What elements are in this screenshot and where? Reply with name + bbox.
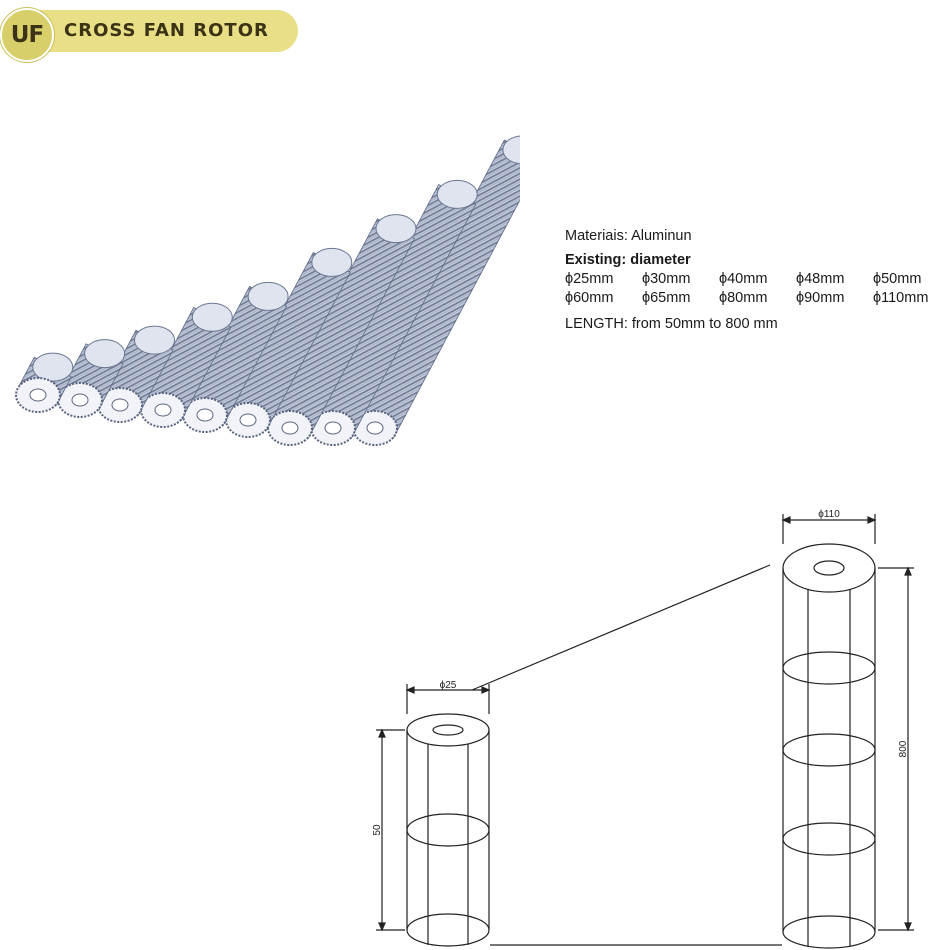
materials-text: Materiais: Aluminun [565,228,692,244]
rotor-hub [154,403,172,417]
rotor-hub [281,421,299,435]
diameter-item: ϕ65mm [642,290,691,306]
diameter-item: ϕ90mm [796,290,845,306]
logo-text: UF [10,22,44,48]
rotor-hub [239,413,257,427]
small-diameter-label: ϕ25 [440,680,457,691]
rotor-far-end [375,214,417,244]
rotor-group [15,135,520,446]
connector-line-top [471,564,771,691]
rotor-far-end [311,247,353,277]
diameter-item: ϕ25mm [565,271,614,287]
rotor-far-end [502,135,520,165]
diameter-list: ϕ25mm ϕ30mm ϕ40mm ϕ48mm ϕ50mm ϕ60mm ϕ65m… [565,270,928,308]
small-length-label: 50 [372,824,383,836]
diameter-item: ϕ80mm [719,290,768,306]
rotor-hub [196,408,214,422]
diameter-item: ϕ48mm [796,271,845,287]
spec-block: Materiais: Aluminun Existing: diameter ϕ… [565,226,928,334]
rotor-far-end [436,179,478,209]
rotor-hub [29,388,47,402]
rotor-far-end [191,302,233,332]
rotor-far-end [247,281,289,311]
rotor-far-end [84,339,126,369]
length-text: LENGTH: from 50mm to 800 mm [565,316,778,332]
large-length-label: 800 [898,740,909,757]
rotor-hub [366,421,384,435]
rotor-hub [71,393,89,407]
diameter-item: ϕ40mm [719,271,768,287]
header-banner: UF CROSS FAN ROTOR [0,8,300,62]
banner-bar [18,10,298,52]
diameter-item: ϕ30mm [642,271,691,287]
large-cylinder [781,514,914,949]
small-cylinder [376,684,491,947]
dimension-drawing: ϕ25 50 ϕ110 800 [372,509,914,949]
rotor-far-end [32,352,74,382]
diameter-item: ϕ60mm [565,290,614,306]
existing-diameter-label: Existing: diameter [565,252,691,268]
cross-fan-rotor-image [15,135,520,446]
logo: UF [0,8,54,62]
rotor-far-end [134,325,176,355]
page-title: CROSS FAN ROTOR [64,20,269,41]
rotor-hub [324,421,342,435]
rotor-hub [111,398,129,412]
large-diameter-label: ϕ110 [818,509,840,520]
diameter-item: ϕ50mm [873,271,922,287]
diameter-item: ϕ110mm [873,290,929,306]
